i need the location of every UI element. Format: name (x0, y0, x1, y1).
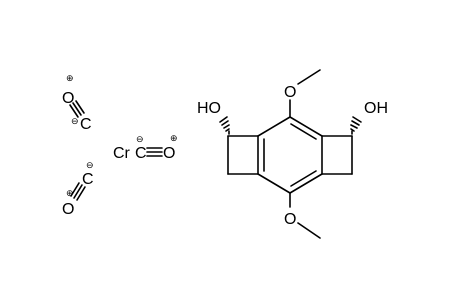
lower-carbon-charge: ⊖ (86, 160, 94, 170)
bottom-methyl-bond (297, 222, 321, 239)
upper-carbonyl-oxygen: O (62, 90, 74, 107)
top-methoxy-oxygen: O (284, 84, 296, 101)
right-hashed-wedge-bond (350, 116, 362, 135)
lower-oxygen-charge: ⊕ (66, 188, 74, 198)
right-cyclobutane-ring (321, 135, 353, 175)
chromium-atom: Cr (113, 145, 131, 162)
center-carbonyl-carbon: C (135, 145, 147, 162)
lower-carbonyl-carbon: C (82, 171, 94, 188)
bottom-methoxy-oxygen: O (284, 211, 296, 228)
left-hashed-wedge-bond (219, 116, 230, 135)
left-cyclobutane-ring (227, 135, 259, 175)
right-hydroxyl: OH (364, 100, 388, 117)
upper-carbon-charge: ⊖ (71, 116, 79, 126)
center-oxygen-charge: ⊕ (170, 133, 178, 143)
center-carbon-charge: ⊖ (136, 134, 144, 144)
top-methyl-bond (297, 69, 321, 85)
center-carbonyl-oxygen: O (163, 145, 175, 162)
upper-co-triple-bond (69, 100, 85, 118)
center-co-triple-bond (146, 147, 163, 157)
upper-oxygen-charge: ⊕ (66, 73, 74, 83)
upper-carbonyl-carbon: C (80, 116, 92, 133)
lower-co-triple-bond (70, 182, 86, 201)
lower-carbonyl-oxygen: O (62, 201, 74, 218)
benzene-ring (257, 116, 323, 194)
left-hydroxyl: HO (197, 100, 221, 117)
